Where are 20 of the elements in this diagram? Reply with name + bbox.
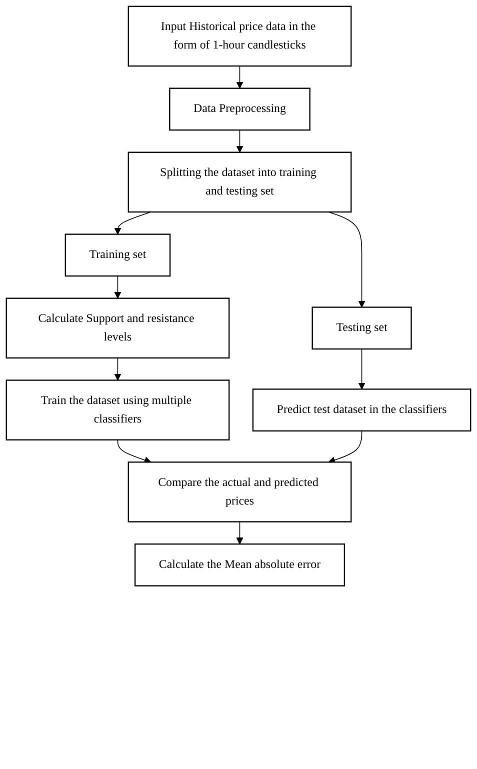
- arrow: [236, 66, 244, 89]
- arrow: [358, 348, 366, 390]
- arrow: [114, 276, 122, 299]
- arrow: [328, 212, 366, 308]
- node-box: Compare the actual and predicted prices: [128, 462, 352, 522]
- node-box: Calculate the Mean absolute error: [134, 543, 346, 586]
- node-box: Data Preprocessing: [169, 88, 310, 131]
- node-box: Training set: [64, 234, 171, 277]
- arrow: [114, 358, 122, 381]
- arrow: [236, 521, 244, 544]
- node-box: Predict test dataset in the classifiers: [252, 388, 472, 432]
- node-box: Train the dataset using multiple classifiers: [6, 380, 230, 440]
- arrow: [117, 439, 152, 464]
- arrow: [328, 430, 362, 464]
- arrow: [114, 212, 152, 235]
- node-box: Calculate Support and resistance levels: [6, 298, 230, 359]
- node-box: Testing set: [312, 306, 412, 350]
- node-box: Splitting the dataset into training and testing set: [128, 152, 352, 213]
- node-box: Input Historical price data in the form of 1-hour candlesticks: [128, 6, 352, 67]
- arrow: [236, 130, 244, 153]
